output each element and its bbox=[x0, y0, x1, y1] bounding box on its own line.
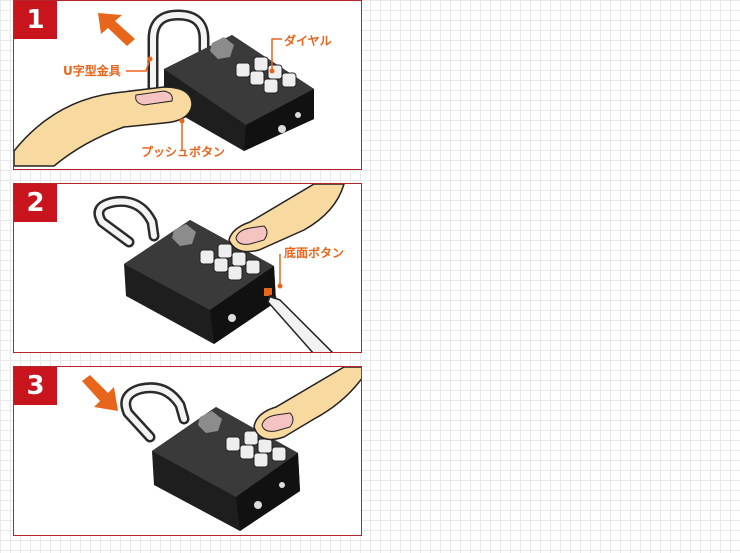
dial-label: ダイヤル bbox=[284, 34, 332, 48]
shackle-icon bbox=[126, 388, 184, 437]
step-2-illustration bbox=[14, 184, 362, 353]
pen-icon bbox=[268, 296, 334, 353]
push-button-label: プッシュボタン bbox=[141, 145, 225, 159]
step-3-panel: 3 bbox=[13, 366, 362, 536]
step-2-panel: 2 bbox=[13, 183, 362, 353]
finger-icon bbox=[229, 184, 344, 252]
shackle-icon bbox=[99, 201, 154, 242]
step-3-illustration bbox=[14, 367, 362, 536]
finger-icon bbox=[254, 367, 362, 439]
bottom-button-label: 底面ボタン bbox=[284, 246, 344, 260]
step-1-panel: 1 bbox=[13, 0, 362, 170]
arrow-up-left-icon bbox=[98, 13, 135, 46]
arrow-down-right-icon bbox=[82, 375, 118, 411]
shackle-label: U字型金具 bbox=[63, 64, 121, 78]
